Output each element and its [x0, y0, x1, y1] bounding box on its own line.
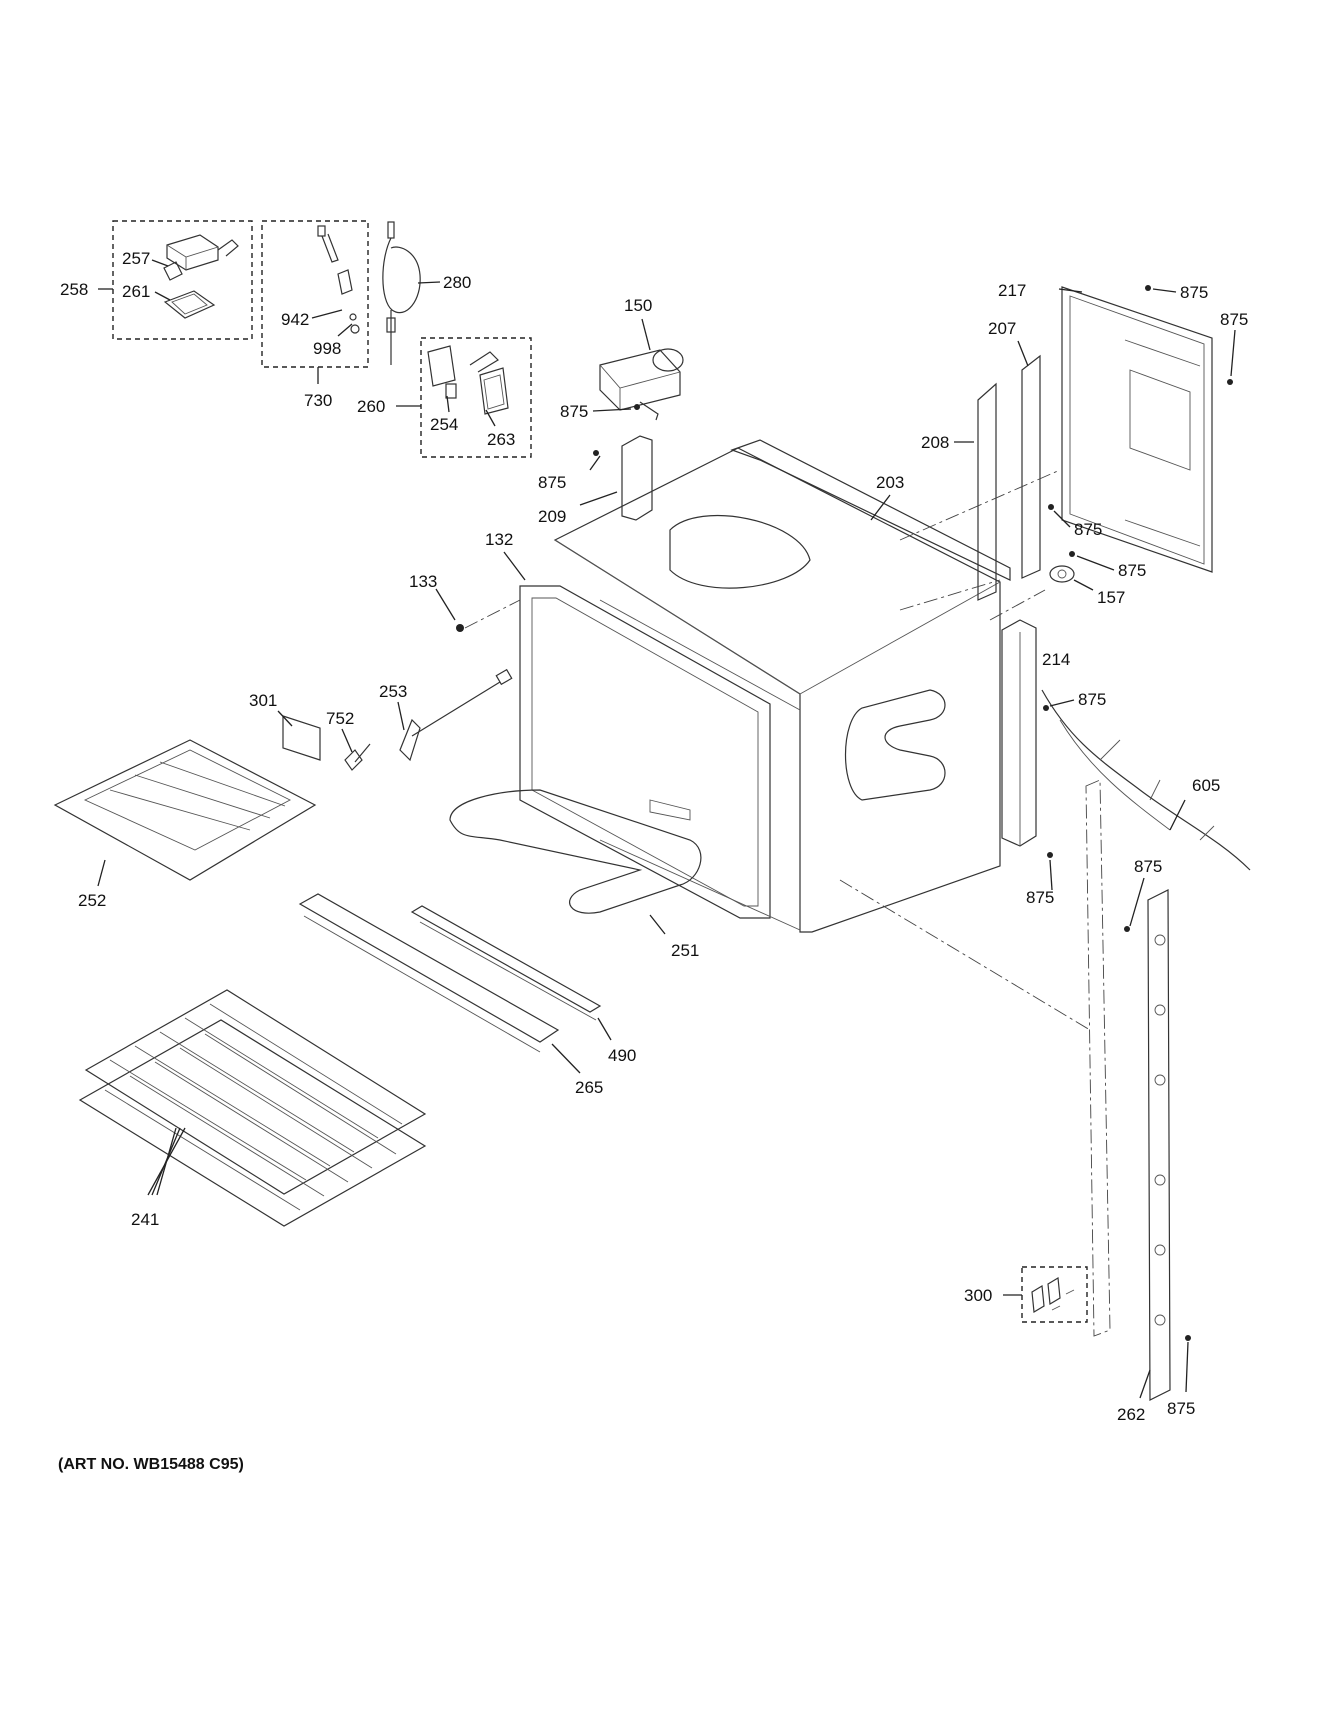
callout-252: 252 — [78, 891, 106, 910]
callout-265: 265 — [575, 1078, 603, 1097]
callout-217: 217 — [998, 281, 1026, 300]
callout-258: 258 — [60, 280, 88, 299]
callout-262: 262 — [1117, 1405, 1145, 1424]
callout-875-panel-top: 875 — [1180, 283, 1208, 302]
art-number-caption: (ART NO. WB15488 C95) — [58, 1456, 244, 1473]
alignment-lines — [464, 469, 1091, 1031]
callout-942: 942 — [281, 310, 309, 329]
callout-254: 254 — [430, 415, 458, 434]
part-730-probe-jack — [317, 225, 360, 334]
callout-203: 203 — [876, 473, 904, 492]
callout-998: 998 — [313, 339, 341, 358]
part-280-temperature-probe — [382, 221, 421, 365]
callout-490: 490 — [608, 1046, 636, 1065]
part-214-side-bracket — [1001, 619, 1037, 847]
callout-208: 208 — [921, 433, 949, 452]
callout-214: 214 — [1042, 650, 1070, 669]
screw-dots — [456, 285, 1233, 1341]
callout-209: 209 — [538, 507, 566, 526]
part-301-terminal-block — [282, 715, 321, 761]
part-oven-cavity-box — [553, 447, 1001, 933]
callout-875-side: 875 — [1074, 520, 1102, 539]
callout-875-panel-right: 875 — [1220, 310, 1248, 329]
callout-133: 133 — [409, 572, 437, 591]
callout-875-thermostat: 875 — [1118, 561, 1146, 580]
callout-730: 730 — [304, 391, 332, 410]
part-207-side-strip — [1021, 354, 1041, 579]
callout-253: 253 — [379, 682, 407, 701]
callout-261: 261 — [122, 282, 150, 301]
callout-157: 157 — [1097, 588, 1125, 607]
part-217-back-panel — [1061, 286, 1213, 573]
callout-150: 150 — [624, 296, 652, 315]
part-208-side-strip — [977, 382, 997, 601]
part-605-wire-harness — [1041, 689, 1251, 871]
part-241-oven-racks — [78, 989, 427, 1227]
leader-lines — [97, 259, 1236, 1399]
group-box-260 — [396, 337, 532, 458]
callout-301: 301 — [249, 691, 277, 710]
callout-605: 605 — [1192, 776, 1220, 795]
part-752-screw — [344, 743, 371, 771]
part-265-cover-channel — [298, 893, 560, 1053]
part-251-bake-element — [449, 789, 702, 914]
group-box-730 — [261, 220, 369, 384]
part-252-broil-element — [53, 739, 317, 881]
part-209-bracket — [621, 435, 653, 521]
group-box-300 — [1003, 1266, 1088, 1323]
part-203-cavity-top-frame — [730, 439, 1011, 581]
callout-752: 752 — [326, 709, 354, 728]
callout-875-bottom: 875 — [1167, 1399, 1195, 1418]
part-150-door-latch-motor — [599, 348, 684, 421]
callout-300: 300 — [964, 1286, 992, 1305]
callout-207: 207 — [988, 319, 1016, 338]
part-257-sensor-module — [163, 234, 239, 281]
callout-257: 257 — [122, 249, 150, 268]
part-300-hinge-bracket-kit — [1031, 1276, 1075, 1314]
callout-875-latch: 875 — [560, 402, 588, 421]
callout-251: 251 — [671, 941, 699, 960]
part-261-gasket — [163, 290, 216, 319]
callout-241: 241 — [131, 1210, 159, 1229]
callout-875-lower-left: 875 — [1026, 888, 1054, 907]
callout-875-lower: 875 — [1134, 857, 1162, 876]
callout-875-bracket: 875 — [538, 473, 566, 492]
part-157-thermostat — [1049, 565, 1075, 583]
part-hinge-support-strip — [1085, 779, 1111, 1337]
callout-260: 260 — [357, 397, 385, 416]
group-box-258 — [98, 220, 253, 340]
callout-132: 132 — [485, 530, 513, 549]
part-262-vertical-trim — [1147, 889, 1171, 1401]
part-254-fuse — [427, 345, 457, 399]
part-253-bake-element-sensor — [399, 668, 513, 762]
part-132-oven-cavity-front-frame — [519, 585, 771, 919]
callout-labels: 257 258 261 942 998 730 280 260 254 263 … — [60, 249, 1248, 1424]
part-490-rack-slide — [410, 905, 602, 1021]
part-263-cover — [469, 351, 509, 415]
callout-263: 263 — [487, 430, 515, 449]
callout-280: 280 — [443, 273, 471, 292]
callout-875-bracket-214: 875 — [1078, 690, 1106, 709]
